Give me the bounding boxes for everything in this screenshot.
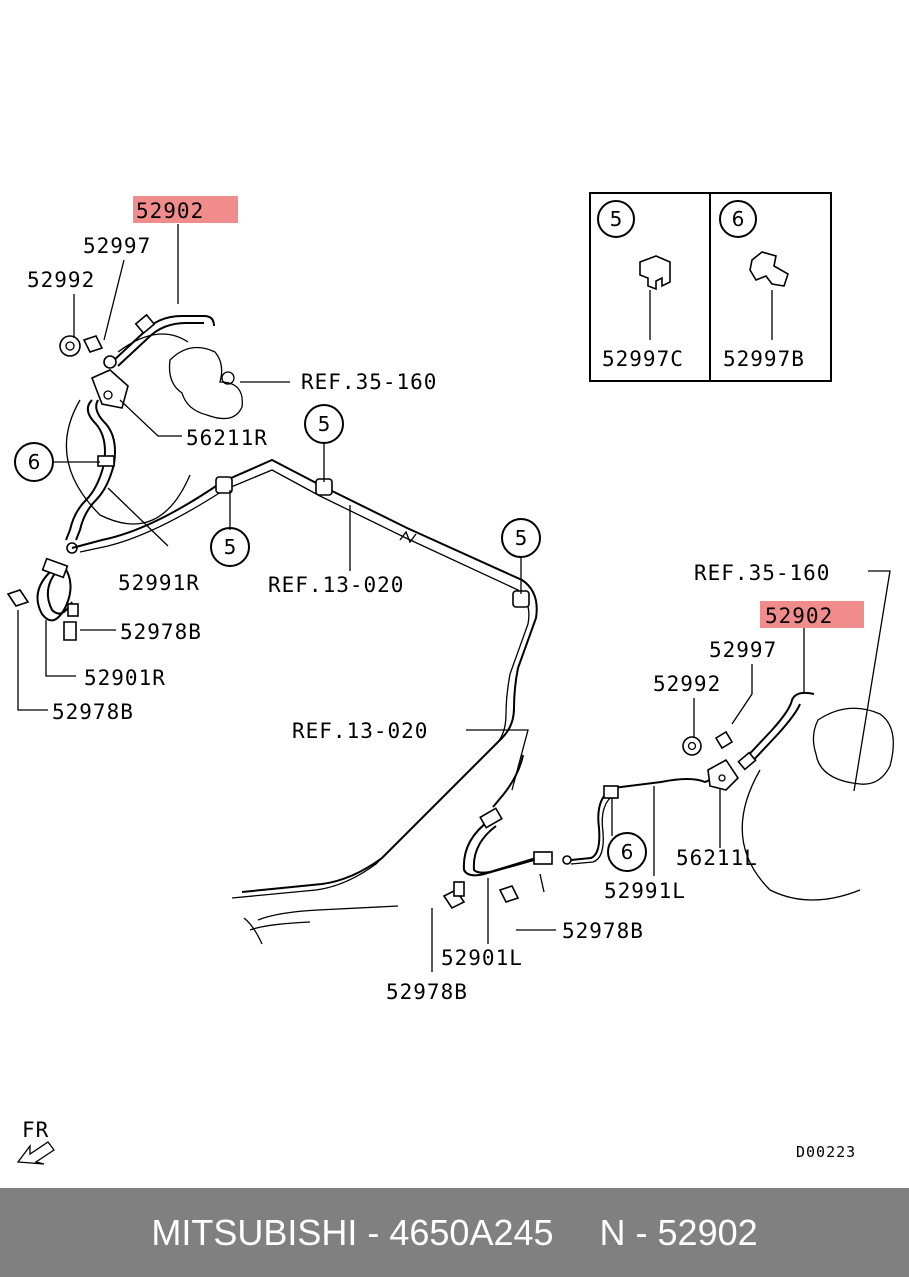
highlight-52902-left-side (760, 601, 864, 628)
inset-callout-5: 5 (610, 207, 623, 231)
callout-5-top: 5 (318, 412, 331, 436)
label-56211r: 56211R (186, 426, 268, 450)
label-fr: FR (22, 1118, 49, 1142)
label-52997c: 52997C (602, 347, 684, 371)
label-ref-35-160-right: REF.35-160 (301, 370, 437, 394)
label-52978b-b: 52978B (52, 700, 134, 724)
highlight-52902-right-side (133, 196, 238, 223)
callout-circles (14, 404, 647, 872)
label-52978b-d: 52978B (386, 980, 468, 1004)
left-brake-assembly (442, 691, 894, 910)
label-52901r: 52901R (84, 666, 166, 690)
front-direction-arrow-icon (16, 1141, 55, 1165)
label-ref-13-020-mid: REF.13-020 (292, 719, 428, 743)
label-52902-right: 52902 (136, 199, 204, 223)
label-52991l: 52991L (604, 879, 686, 903)
right-brake-assembly (6, 313, 243, 641)
label-52997-right: 52997 (83, 234, 151, 258)
callout-6-right: 6 (621, 840, 634, 864)
diagram-code: D00223 (796, 1143, 856, 1161)
callout-6-left: 6 (28, 450, 41, 474)
label-52902-left: 52902 (765, 604, 833, 628)
label-ref-35-160-left: REF.35-160 (694, 561, 830, 585)
inset-callout-6: 6 (732, 207, 745, 231)
label-52978b-c: 52978B (562, 919, 644, 943)
footer-ref: N - 52902 (599, 1211, 758, 1253)
label-52991r: 52991R (118, 571, 200, 595)
footer-brand-part: MITSUBISHI - 4650A245 (151, 1211, 554, 1253)
parts-diagram: 52902 52997 52992 REF.35-160 56211R 6 5 … (6, 192, 894, 1165)
main-brake-lines (71, 458, 538, 945)
label-56211l: 56211L (676, 846, 758, 870)
label-52992-right: 52992 (27, 268, 95, 292)
clip-inset-box (589, 192, 832, 382)
label-52997-left: 52997 (709, 638, 777, 662)
callout-5-left: 5 (224, 535, 237, 559)
label-52978b-a: 52978B (120, 620, 202, 644)
label-52997b: 52997B (723, 347, 805, 371)
label-ref-13-020-top: REF.13-020 (268, 573, 404, 597)
leader-lines (17, 224, 891, 972)
label-52992-left: 52992 (653, 672, 721, 696)
callout-5-mid: 5 (515, 526, 528, 550)
label-52901l: 52901L (441, 946, 523, 970)
footer-banner: MITSUBISHI - 4650A245 N - 52902 (0, 1188, 909, 1277)
